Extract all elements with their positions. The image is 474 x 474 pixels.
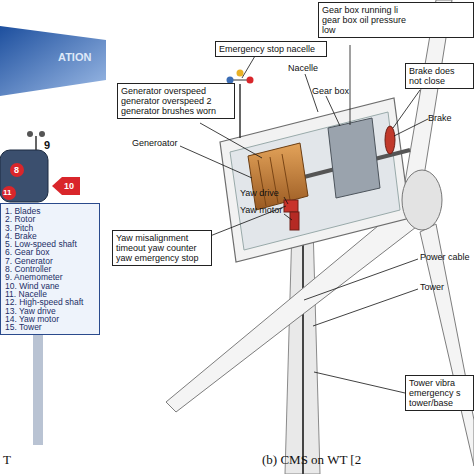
blade-text: ATION xyxy=(58,52,91,62)
list-item: 13. Yaw drive xyxy=(5,307,95,315)
list-item: 6. Gear box xyxy=(5,248,95,256)
blade-shape xyxy=(0,26,106,96)
generator-winding xyxy=(282,154,290,200)
part-label: Yaw motor xyxy=(240,205,282,215)
tower-shape xyxy=(285,226,320,474)
callout-text: Emergency stop nacelle xyxy=(219,44,323,54)
list-item: 7. Generator xyxy=(5,257,95,265)
list-item: 5. Low-speed shaft xyxy=(5,240,95,248)
hub-shape xyxy=(402,170,442,230)
nacelle-shape xyxy=(0,150,48,202)
list-item: 9. Anemometer xyxy=(5,273,95,281)
callout-number: 10 xyxy=(64,181,74,191)
callout-circle xyxy=(2,186,16,200)
part-label: Yaw drive xyxy=(240,188,279,198)
generator-winding xyxy=(258,160,266,206)
list-item: 12. High-speed shaft xyxy=(5,298,95,306)
list-item: 10. Wind vane xyxy=(5,282,95,290)
part-label: Gear box xyxy=(312,86,349,96)
list-item: 15. Tower xyxy=(5,323,95,331)
fault-callout-box: Yaw misalignment timeout yaw counter yaw… xyxy=(112,230,212,266)
fault-callout-box: Gear box running li gear box oil pressur… xyxy=(318,2,474,38)
list-item: 1. Blades xyxy=(5,207,95,215)
list-item: 2. Rotor xyxy=(5,215,95,223)
nacelle-cutaway xyxy=(230,112,400,250)
nacelle-shape xyxy=(220,98,410,262)
list-item: 8. Controller xyxy=(5,265,95,273)
callout-arrow xyxy=(52,177,80,195)
list-item: 11. Nacelle xyxy=(5,290,95,298)
fault-callout-box: Emergency stop nacelle xyxy=(215,41,327,57)
anemometer-cup xyxy=(237,70,244,77)
anemometer-mast xyxy=(35,136,37,150)
anemometer-cup xyxy=(27,131,33,137)
callout-text: Gear box running li gear box oil pressur… xyxy=(322,5,418,35)
list-item: 14. Yaw motor xyxy=(5,315,95,323)
list-item: 3. Pitch xyxy=(5,224,95,232)
part-label: Power cable xyxy=(420,252,470,262)
caption-fragment: T xyxy=(3,452,11,468)
fault-callout-box: Tower vibra emergency s tower/base xyxy=(405,375,474,411)
brake-disc xyxy=(385,126,395,154)
gearbox-shape xyxy=(328,118,380,198)
part-label: Nacelle xyxy=(288,63,318,73)
callout-number: 8 xyxy=(14,165,19,175)
callout-number: 11 xyxy=(3,188,11,198)
yaw-drive-shape xyxy=(284,200,298,212)
part-label: Generoator xyxy=(132,138,178,148)
anemometer-mast xyxy=(239,84,241,138)
callout-circle xyxy=(10,163,24,177)
callout-text: Brake does not close xyxy=(409,66,463,86)
part-label: Tower xyxy=(420,282,444,292)
power-cable xyxy=(302,232,304,474)
yaw-motor-shape xyxy=(290,212,299,230)
fault-callout-box: Generator overspeed generator overspeed … xyxy=(117,83,235,119)
parts-list-box: 1. Blades2. Rotor3. Pitch4. Brake5. Low-… xyxy=(0,203,100,335)
generator-shape xyxy=(248,143,308,210)
figure-caption: (b) CMS on WT [2 xyxy=(262,452,361,468)
callout-text: Yaw misalignment timeout yaw counter yaw… xyxy=(116,233,208,263)
fault-callout-box: Brake does not close xyxy=(405,63,474,89)
callout-text: Tower vibra emergency s tower/base xyxy=(409,378,463,408)
callout-number: 9 xyxy=(44,140,50,150)
list-item: 4. Brake xyxy=(5,232,95,240)
anemometer-cup xyxy=(247,77,254,84)
anemometer-cup xyxy=(39,131,45,137)
callout-text: Generator overspeed generator overspeed … xyxy=(121,86,231,116)
blade-shape xyxy=(420,224,474,466)
part-label: Brake xyxy=(428,113,452,123)
